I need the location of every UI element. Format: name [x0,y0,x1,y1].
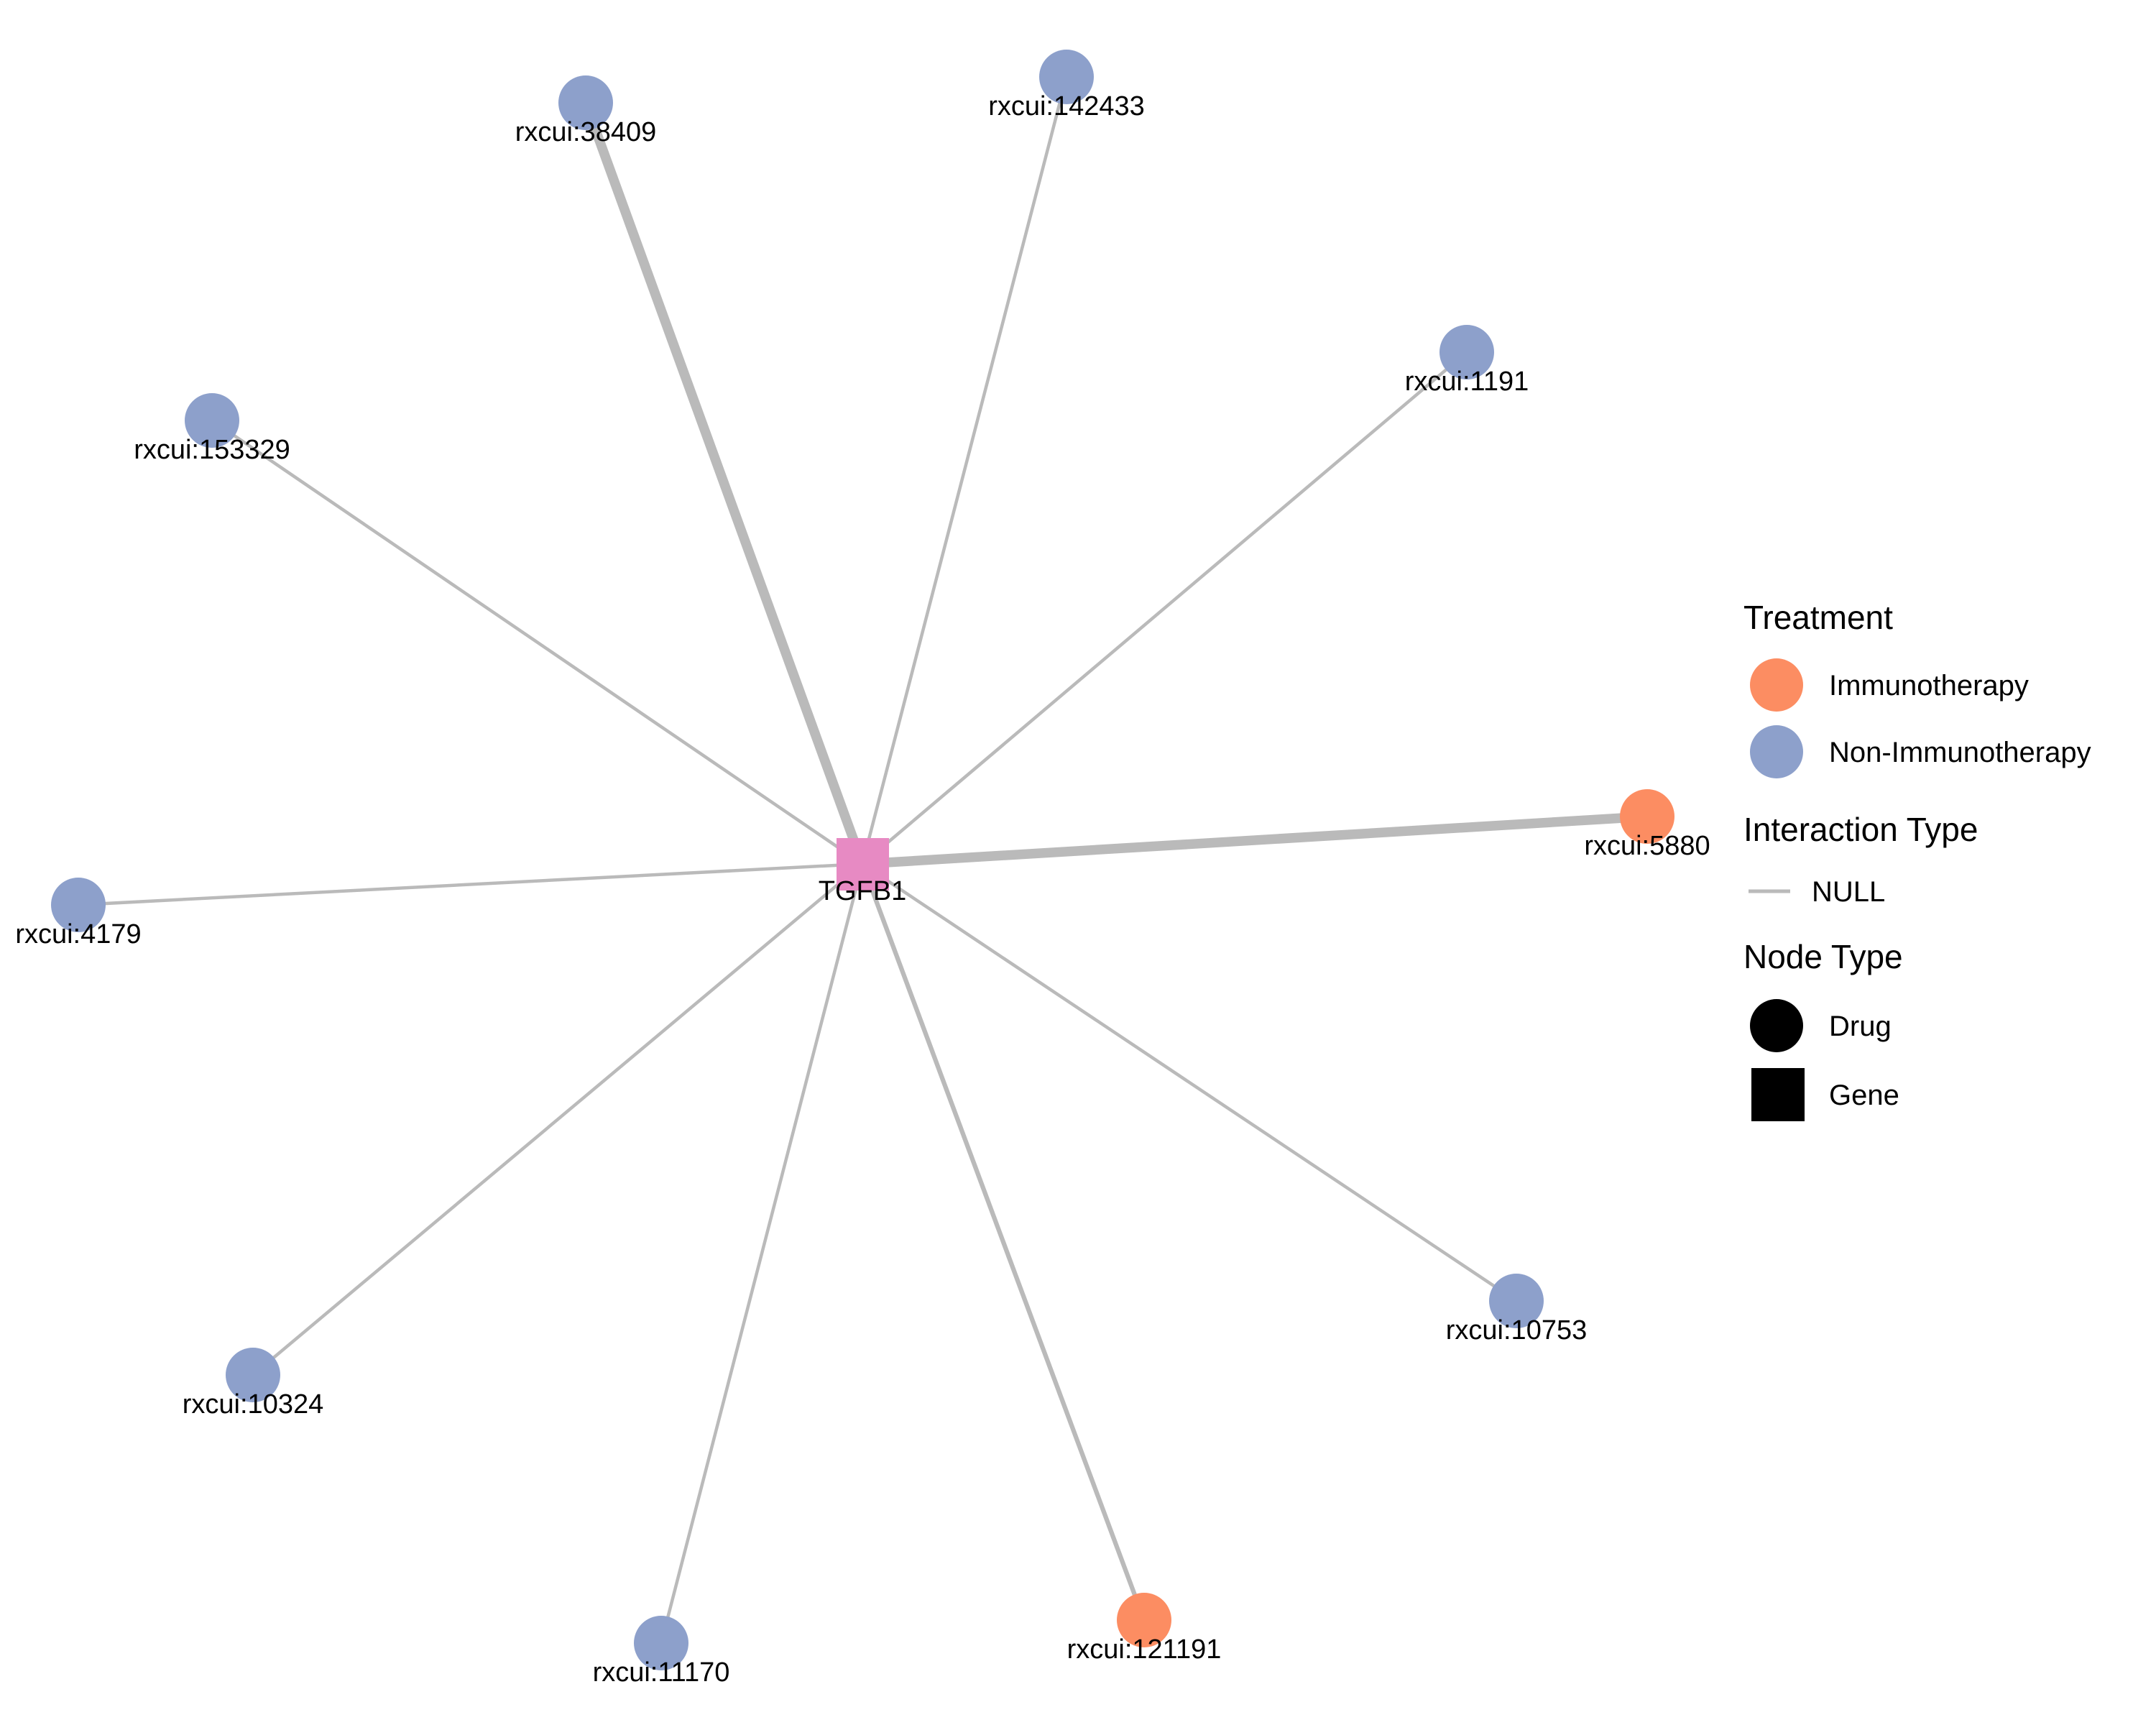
drug-node-circle [51,878,106,932]
drug-node: rxcui:153329 [134,393,290,465]
legend: Treatment Immunotherapy Non-Immunotherap… [1743,599,2091,1121]
drug-node: rxcui:38409 [515,75,656,147]
drug-node-circle [1489,1274,1544,1328]
edge-tgfb1-rxcui-10753 [861,862,1518,1302]
drug-node: rxcui:10324 [183,1348,323,1420]
gene-node: TGFB1 [819,838,906,906]
drug-node-label: rxcui:10324 [183,1389,323,1420]
edges [78,76,1648,1644]
nodes: rxcui:38409 rxcui:142433 rxcui:1191 rxcui:1… [15,50,1710,1688]
edge-tgfb1-rxcui-121191 [860,862,1146,1622]
legend-immunotherapy-swatch [1750,658,1803,712]
drug-node-label: rxcui:153329 [134,435,290,465]
edge-tgfb1-rxcui-5880 [862,811,1648,869]
drug-node-circle [1620,789,1674,844]
legend-treatment-title: Treatment [1743,599,1893,636]
drug-node-label: rxcui:1191 [1405,367,1529,397]
drug-node-label: rxcui:142433 [988,91,1145,121]
legend-drug-swatch [1750,999,1803,1052]
drug-node-label: rxcui:121191 [1067,1634,1222,1665]
legend-drug-label: Drug [1829,1011,1892,1042]
edge-tgfb1-rxcui-38409 [581,101,867,866]
edge-tgfb1-rxcui-1191 [861,351,1468,865]
drug-node-label: rxcui:10753 [1446,1315,1587,1346]
drug-node-circle [1039,50,1094,104]
gene-node-label: TGFB1 [819,876,906,906]
drug-node-circle [634,1616,688,1670]
drug-node: rxcui:121191 [1067,1593,1222,1665]
gene-node-square [837,838,889,891]
legend-interaction-title: Interaction Type [1743,811,1978,848]
edge-tgfb1-rxcui-142433 [860,76,1069,865]
legend-non-immunotherapy-label: Non-Immunotherapy [1829,737,2091,768]
legend-null-label: NULL [1812,876,1885,908]
drug-node: rxcui:142433 [988,50,1145,121]
drug-node: rxcui:10753 [1446,1274,1587,1346]
drug-node-label: rxcui:38409 [515,117,656,147]
edge-tgfb1-rxcui-153329 [211,419,864,865]
legend-gene-label: Gene [1829,1080,1899,1111]
drug-node-circle [1439,325,1494,380]
drug-node-label: rxcui:11170 [593,1657,730,1688]
edge-tgfb1-rxcui-11170 [659,863,865,1644]
drug-node-label: rxcui:4179 [15,919,141,949]
drug-node-circle [1117,1593,1171,1647]
drug-node: rxcui:4179 [15,878,142,949]
drug-node-circle [558,75,613,130]
drug-node: rxcui:1191 [1405,325,1529,397]
legend-immunotherapy-label: Immunotherapy [1829,670,2029,702]
legend-gene-swatch [1751,1068,1805,1121]
drug-node: rxcui:5880 [1584,789,1710,861]
drug-node-label: rxcui:5880 [1584,831,1710,861]
edge-tgfb1-rxcui-10324 [252,862,864,1376]
edge-tgfb1-rxcui-4179 [78,862,863,907]
legend-node-type-title: Node Type [1743,938,1903,975]
drug-node-circle [185,393,239,448]
legend-non-immunotherapy-swatch [1750,725,1803,778]
drug-node: rxcui:11170 [593,1616,730,1688]
drug-node-circle [226,1348,280,1402]
